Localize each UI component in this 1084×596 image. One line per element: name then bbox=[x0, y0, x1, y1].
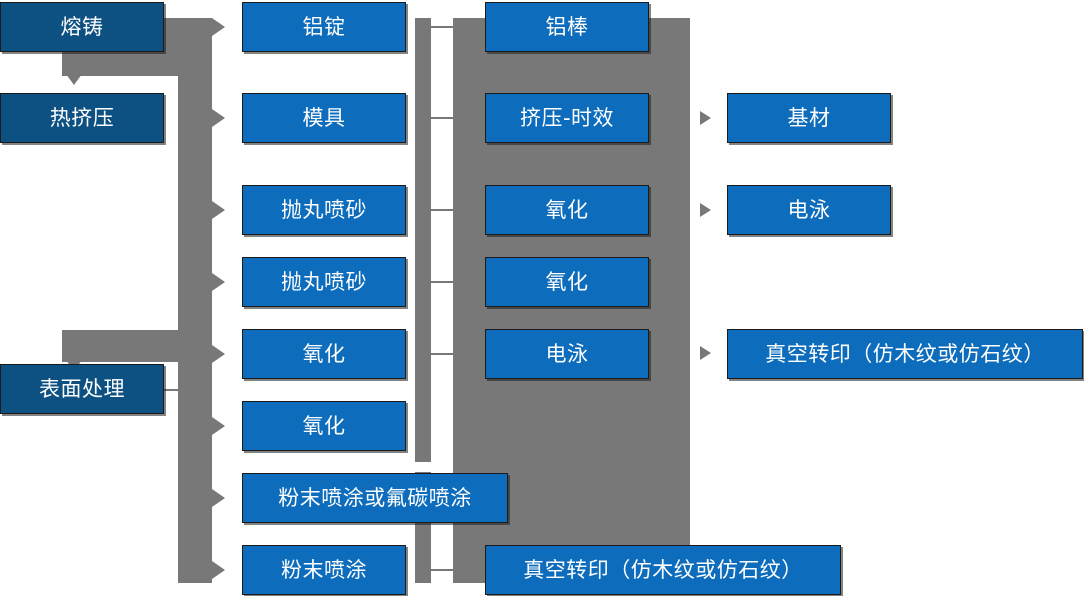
c3-extrude-age-label: 挤压-时效 bbox=[519, 105, 615, 130]
arrow-to-c2-6 bbox=[212, 417, 225, 435]
c4-substrate-label: 基材 bbox=[787, 105, 831, 130]
arrow-to-c2-4 bbox=[212, 273, 225, 291]
c2-shotblast-2-label: 抛丸喷砂 bbox=[281, 269, 367, 294]
connector-bar-left-mid bbox=[62, 330, 212, 362]
c2-oxidation-1-label: 氧化 bbox=[302, 341, 346, 366]
connector-bar-left-main bbox=[178, 18, 212, 583]
connector-line-surface-stub bbox=[164, 389, 188, 391]
tick-mid-6 bbox=[431, 569, 453, 571]
arrow-to-c2-3 bbox=[212, 201, 225, 219]
tick-mid-2 bbox=[431, 117, 453, 119]
c3-oxidation-1-label: 氧化 bbox=[545, 197, 589, 222]
arrow-to-c2-5 bbox=[212, 345, 225, 363]
c4-vacuum[interactable]: 真空转印（仿木纹或仿石纹） bbox=[727, 329, 1083, 379]
arrow-to-c4-electro bbox=[700, 203, 711, 217]
arrow-to-c2-8 bbox=[212, 561, 225, 579]
stage-extrude-label: 热挤压 bbox=[49, 105, 115, 130]
c3-vacuum-label: 真空转印（仿木纹或仿石纹） bbox=[523, 557, 803, 582]
c2-powder-fluor-label: 粉末喷涂或氟碳喷涂 bbox=[278, 485, 472, 510]
arrow-to-c2-1 bbox=[212, 18, 225, 36]
arrow-to-c4-vacuum bbox=[700, 346, 711, 360]
c2-mold[interactable]: 模具 bbox=[242, 93, 406, 143]
c3-extrude-age[interactable]: 挤压-时效 bbox=[485, 93, 649, 143]
c2-mold-label: 模具 bbox=[302, 105, 346, 130]
stage-extrude[interactable]: 热挤压 bbox=[0, 93, 164, 143]
arrow-to-c2-2 bbox=[212, 109, 225, 127]
c2-oxidation-2-label: 氧化 bbox=[302, 413, 346, 438]
tick-mid-3 bbox=[431, 209, 453, 211]
c2-powder[interactable]: 粉末喷涂 bbox=[242, 545, 406, 595]
c4-electro-label: 电泳 bbox=[787, 197, 831, 222]
c4-substrate[interactable]: 基材 bbox=[727, 93, 891, 143]
c3-electro-label: 电泳 bbox=[545, 341, 589, 366]
stage-melting[interactable]: 熔铸 bbox=[0, 2, 164, 52]
connector-bar-mid-upper bbox=[415, 18, 431, 462]
c3-bar-label: 铝棒 bbox=[545, 14, 589, 39]
c2-powder-fluor[interactable]: 粉末喷涂或氟碳喷涂 bbox=[242, 473, 508, 523]
c3-bar[interactable]: 铝棒 bbox=[485, 2, 649, 52]
stage-melting-label: 熔铸 bbox=[60, 14, 104, 39]
tick-mid-4 bbox=[431, 281, 453, 283]
c2-ingot[interactable]: 铝锭 bbox=[242, 2, 406, 52]
c2-shotblast-1-label: 抛丸喷砂 bbox=[281, 197, 367, 222]
c2-shotblast-1[interactable]: 抛丸喷砂 bbox=[242, 185, 406, 235]
arrow-to-c4-substrate bbox=[700, 111, 711, 125]
arrow-to-c2-7 bbox=[212, 489, 225, 507]
tick-mid-1 bbox=[431, 26, 453, 28]
c2-oxidation-2[interactable]: 氧化 bbox=[242, 401, 406, 451]
c3-oxidation-1[interactable]: 氧化 bbox=[485, 185, 649, 235]
c4-vacuum-label: 真空转印（仿木纹或仿石纹） bbox=[765, 341, 1045, 366]
c2-shotblast-2[interactable]: 抛丸喷砂 bbox=[242, 257, 406, 307]
c3-oxidation-2[interactable]: 氧化 bbox=[485, 257, 649, 307]
tick-mid-5 bbox=[431, 353, 453, 355]
stage-surface-label: 表面处理 bbox=[39, 376, 125, 401]
c4-electro[interactable]: 电泳 bbox=[727, 185, 891, 235]
c2-powder-label: 粉末喷涂 bbox=[281, 557, 367, 582]
c2-oxidation-1[interactable]: 氧化 bbox=[242, 329, 406, 379]
connector-arrow-down-extrude bbox=[66, 74, 82, 85]
stage-surface[interactable]: 表面处理 bbox=[0, 364, 164, 414]
c3-electro[interactable]: 电泳 bbox=[485, 329, 649, 379]
c3-oxidation-2-label: 氧化 bbox=[545, 269, 589, 294]
c3-vacuum[interactable]: 真空转印（仿木纹或仿石纹） bbox=[485, 545, 841, 595]
c2-ingot-label: 铝锭 bbox=[302, 14, 346, 39]
